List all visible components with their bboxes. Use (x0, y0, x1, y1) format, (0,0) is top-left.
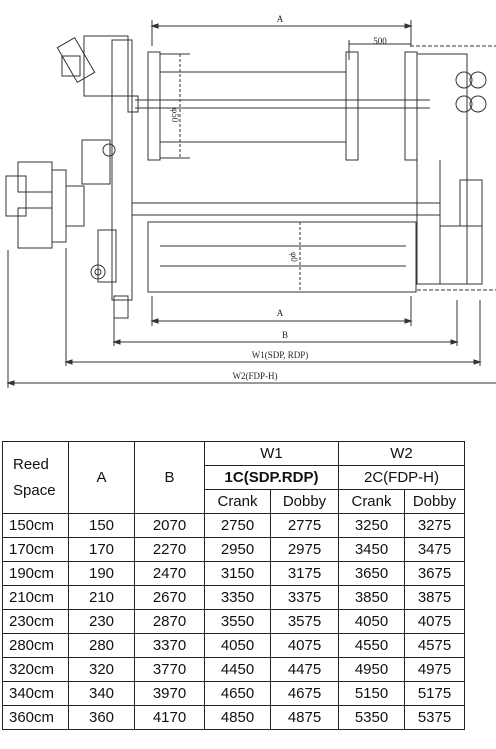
cell-w2-dobby: 3675 (404, 561, 465, 586)
cell-a: 170 (68, 537, 135, 562)
dim-phi-top-label: φ50 (170, 108, 180, 123)
cell-w1-crank: 3350 (204, 585, 271, 610)
cell-b: 2270 (134, 537, 205, 562)
cell-w1-dobby: 3575 (270, 609, 339, 634)
cell-reed: 230cm (2, 609, 69, 634)
cell-reed: 170cm (2, 537, 69, 562)
cell-w2-dobby: 5375 (404, 705, 465, 730)
cell-w2-crank: 3650 (338, 561, 405, 586)
cell-w1-crank: 3550 (204, 609, 271, 634)
cell-a: 360 (68, 705, 135, 730)
cell-w1-dobby: 2775 (270, 513, 339, 538)
cell-w1-dobby: 3375 (270, 585, 339, 610)
dim-w2-label: W2(FDP-H) (233, 371, 278, 381)
dim-w1-label: W1(SDP, RDP) (252, 350, 309, 360)
cell-a: 190 (68, 561, 135, 586)
b-header: B (134, 441, 205, 514)
cell-w1-dobby: 3175 (270, 561, 339, 586)
cell-w2-dobby: 3475 (404, 537, 465, 562)
cell-w1-crank: 4650 (204, 681, 271, 706)
cell-reed: 210cm (2, 585, 69, 610)
w2-sub-header: 2C(FDP-H) (338, 465, 465, 490)
cell-b: 3970 (134, 681, 205, 706)
cell-w2-dobby: 3275 (404, 513, 465, 538)
cell-a: 320 (68, 657, 135, 682)
cell-a: 280 (68, 633, 135, 658)
cell-a: 150 (68, 513, 135, 538)
a-header: A (68, 441, 135, 514)
reed-space-header-line2: Space (13, 481, 56, 499)
cell-b: 2670 (134, 585, 205, 610)
cell-reed: 150cm (2, 513, 69, 538)
cell-reed: 190cm (2, 561, 69, 586)
cell-w2-crank: 4550 (338, 633, 405, 658)
loom-spec-table: Reed Space A B W1 W2 1C(SDP.RDP) 2C(FDP-… (2, 441, 465, 730)
cell-b: 2070 (134, 513, 205, 538)
cell-w2-dobby: 4075 (404, 609, 465, 634)
cell-reed: 340cm (2, 681, 69, 706)
cell-w2-crank: 3850 (338, 585, 405, 610)
cell-reed: 360cm (2, 705, 69, 730)
cell-w1-dobby: 4675 (270, 681, 339, 706)
cell-w1-crank: 3150 (204, 561, 271, 586)
cell-w2-crank: 3450 (338, 537, 405, 562)
cell-w1-crank: 4450 (204, 657, 271, 682)
dim-phi-bottom-label: φ0 (289, 252, 299, 262)
cell-w1-dobby: 4475 (270, 657, 339, 682)
cell-a: 210 (68, 585, 135, 610)
w1-sub-header: 1C(SDP.RDP) (204, 465, 339, 490)
cell-a: 230 (68, 609, 135, 634)
w2-crank-header: Crank (338, 489, 405, 514)
cell-w2-crank: 5150 (338, 681, 405, 706)
cell-w2-crank: 4950 (338, 657, 405, 682)
reed-space-header-line1: Reed (13, 455, 49, 473)
cell-a: 340 (68, 681, 135, 706)
dim-a-bottom-label: A (277, 308, 284, 318)
cell-w2-dobby: 3875 (404, 585, 465, 610)
dim-500-label: 500 (373, 36, 387, 46)
cell-b: 3370 (134, 633, 205, 658)
cell-w2-crank: 5350 (338, 705, 405, 730)
reed-space-header: Reed Space (2, 441, 69, 514)
cell-w1-crank: 4050 (204, 633, 271, 658)
cell-w2-dobby: 4575 (404, 633, 465, 658)
w2-header: W2 (338, 441, 465, 466)
cell-b: 3770 (134, 657, 205, 682)
cell-w1-crank: 2950 (204, 537, 271, 562)
cell-w1-dobby: 4875 (270, 705, 339, 730)
cell-w2-dobby: 4975 (404, 657, 465, 682)
cell-w1-crank: 2750 (204, 513, 271, 538)
w2-dobby-header: Dobby (404, 489, 465, 514)
w1-crank-header: Crank (204, 489, 271, 514)
cell-reed: 280cm (2, 633, 69, 658)
cell-b: 4170 (134, 705, 205, 730)
cell-w2-dobby: 5175 (404, 681, 465, 706)
cell-reed: 320cm (2, 657, 69, 682)
w1-header: W1 (204, 441, 339, 466)
cell-w1-crank: 4850 (204, 705, 271, 730)
cell-w1-dobby: 4075 (270, 633, 339, 658)
dim-b-label: B (282, 330, 288, 340)
w1-dobby-header: Dobby (270, 489, 339, 514)
cell-w2-crank: 4050 (338, 609, 405, 634)
cell-w2-crank: 3250 (338, 513, 405, 538)
cell-b: 2470 (134, 561, 205, 586)
cell-b: 2870 (134, 609, 205, 634)
loom-technical-drawing: A 500 φ50 φ0 A B W1(SDP, RDP) W2(FDP-H) (5, 14, 496, 388)
dim-a-top-label: A (277, 14, 284, 24)
cell-w1-dobby: 2975 (270, 537, 339, 562)
